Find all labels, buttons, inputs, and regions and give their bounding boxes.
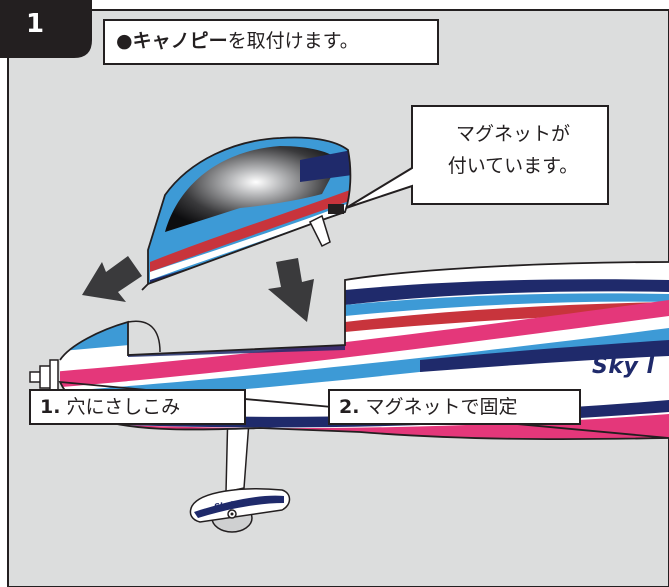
label-box-2 (328, 389, 581, 425)
title-action: を取付けます。 (227, 30, 359, 52)
magnet (328, 204, 344, 214)
title-bullet: ● (116, 30, 133, 52)
label-box-1 (29, 389, 246, 425)
step-label-insert-num: 1. (40, 396, 61, 418)
step-label-magnet-text: マグネットで固定 (365, 396, 518, 418)
spinner (29, 359, 59, 395)
step-number: 1 (26, 9, 45, 39)
callout-bubble (345, 105, 609, 209)
step-label-magnet-num: 2. (339, 396, 360, 418)
step-label-insert-text: 穴にさしこみ (66, 396, 181, 418)
title-box (103, 19, 439, 65)
callout-text: マグネットが 付いています。 (428, 118, 598, 182)
fuselage-brand-decal: Sky l (592, 354, 655, 379)
step-tab (0, 0, 92, 58)
callout-line-1: マグネットが (455, 123, 570, 145)
down-arrow-icon (268, 258, 314, 322)
canopy-tab (308, 214, 331, 248)
step-label-magnet: 2. マグネットで固定 (339, 394, 518, 420)
callout-line-2: 付いています。 (447, 155, 579, 177)
page-title: ●キャノピーを取付けます。 (116, 28, 359, 54)
left-arrow-icon (82, 256, 142, 302)
title-part-name: キャノピー (132, 30, 228, 52)
canopy-outline (147, 136, 352, 286)
step-label-insert: 1. 穴にさしこみ (40, 394, 180, 420)
